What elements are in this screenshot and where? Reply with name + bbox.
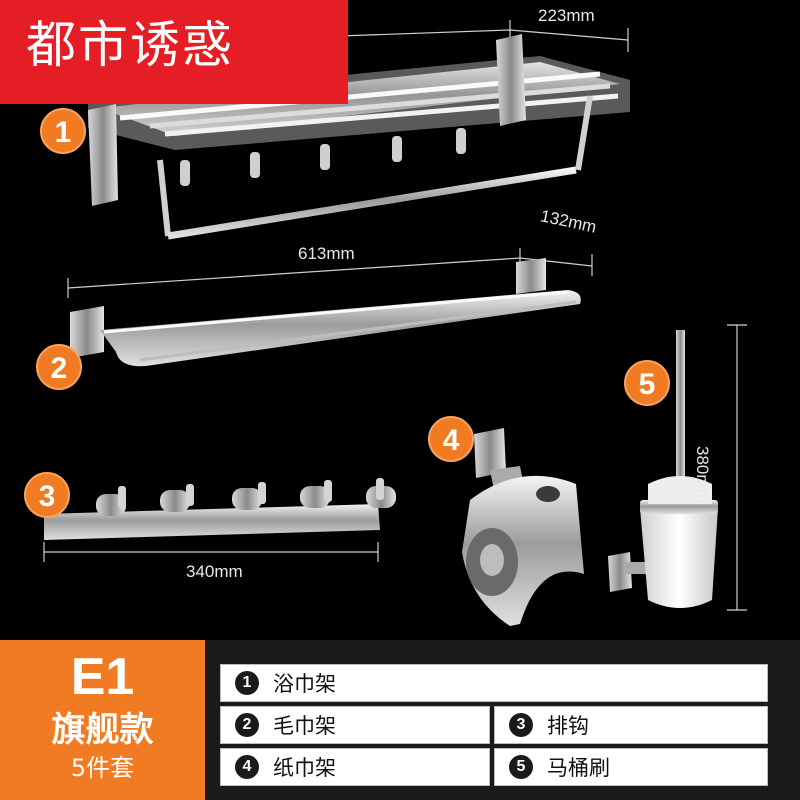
badge-4: 4 xyxy=(428,416,474,462)
badge-2: 2 xyxy=(36,344,82,390)
item-5-label: 马桶刷 xyxy=(547,756,610,780)
paper-holder xyxy=(462,428,584,626)
badge-5: 5 xyxy=(624,360,670,406)
item-4-row: 4 纸巾架 xyxy=(220,748,490,786)
towel-rack-shelf xyxy=(88,34,630,240)
item-1-number: 1 xyxy=(235,671,259,695)
dimension-lines xyxy=(43,20,747,611)
item-2-row: 2 毛巾架 xyxy=(220,706,490,744)
edition-count: 5件套 xyxy=(70,754,135,782)
item-4-number: 4 xyxy=(235,755,259,779)
edition-name: 旗舰款 xyxy=(51,710,154,750)
double-towel-bar xyxy=(70,258,581,367)
badge-1: 1 xyxy=(40,108,86,154)
item-1-label: 浴巾架 xyxy=(273,672,336,696)
dimension-613mm: 613mm xyxy=(298,244,355,263)
item-4-label: 纸巾架 xyxy=(273,756,336,780)
item-3-row: 3 排钩 xyxy=(494,706,768,744)
dimension-340mm: 340mm xyxy=(186,562,243,581)
badge-3: 3 xyxy=(24,472,70,518)
item-2-label: 毛巾架 xyxy=(273,714,336,738)
hook-rail xyxy=(44,478,396,540)
item-3-number: 3 xyxy=(509,713,533,737)
item-5-row: 5 马桶刷 xyxy=(494,748,768,786)
dimension-380mm: 380mm xyxy=(693,446,712,503)
brand-logo: 都市诱惑 xyxy=(0,0,348,104)
toilet-brush xyxy=(608,330,718,608)
edition-code: E1 xyxy=(70,648,135,706)
dimension-223mm: 223mm xyxy=(538,6,595,25)
item-1-row: 1 浴巾架 xyxy=(220,664,768,702)
item-3-label: 排钩 xyxy=(547,714,589,738)
edition-block: E1 旗舰款 5件套 xyxy=(0,640,205,800)
item-2-number: 2 xyxy=(235,713,259,737)
product-illustration xyxy=(43,20,747,626)
item-5-number: 5 xyxy=(509,755,533,779)
